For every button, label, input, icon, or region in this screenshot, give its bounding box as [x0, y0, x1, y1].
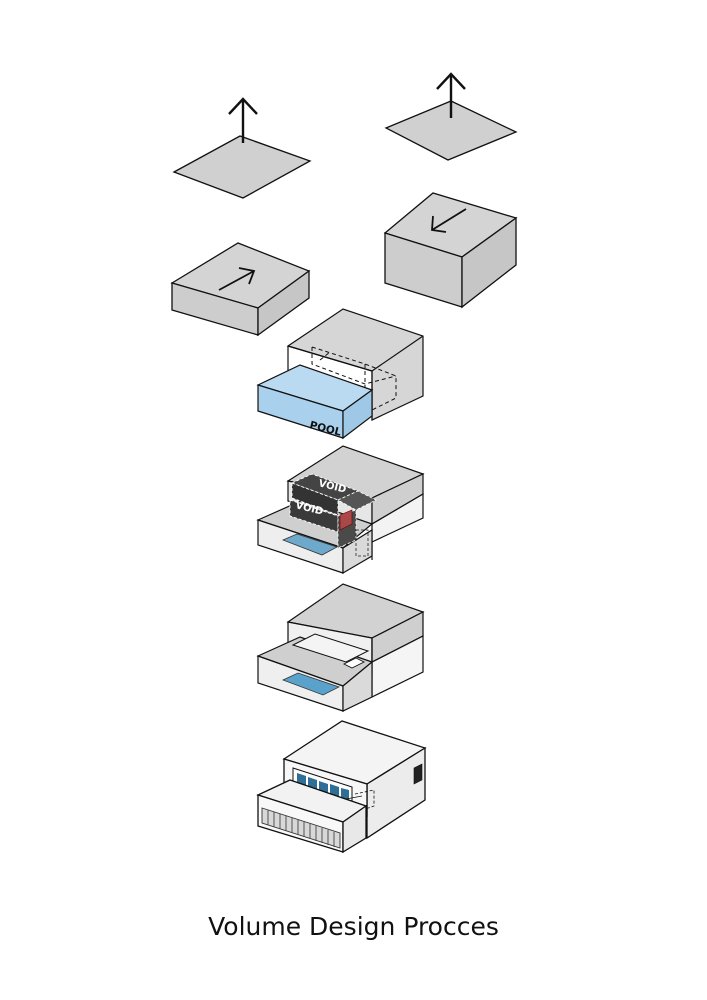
plane-left [172, 97, 312, 199]
up-arrow-icon [228, 97, 258, 143]
step-2-boxes [170, 192, 518, 337]
step-4-void-volume: VOID VOID [256, 445, 425, 575]
box-right [383, 192, 518, 309]
step-5-stacked-floors [256, 583, 425, 712]
plane-right [384, 72, 518, 161]
step-1-lifted-planes [172, 72, 518, 199]
step-6-final-building [256, 720, 427, 854]
accent-red-strip [339, 509, 353, 531]
arrow-up-right-icon [218, 267, 256, 291]
louver-screen [261, 807, 341, 849]
arrow-down-left-icon [431, 208, 467, 233]
step-3-pool-volume: POOL [256, 308, 424, 440]
diagram-caption: Volume Design Procces [208, 912, 499, 941]
up-arrow-icon [436, 72, 466, 118]
box-left [170, 242, 311, 337]
pool-box: POOL [256, 364, 374, 440]
